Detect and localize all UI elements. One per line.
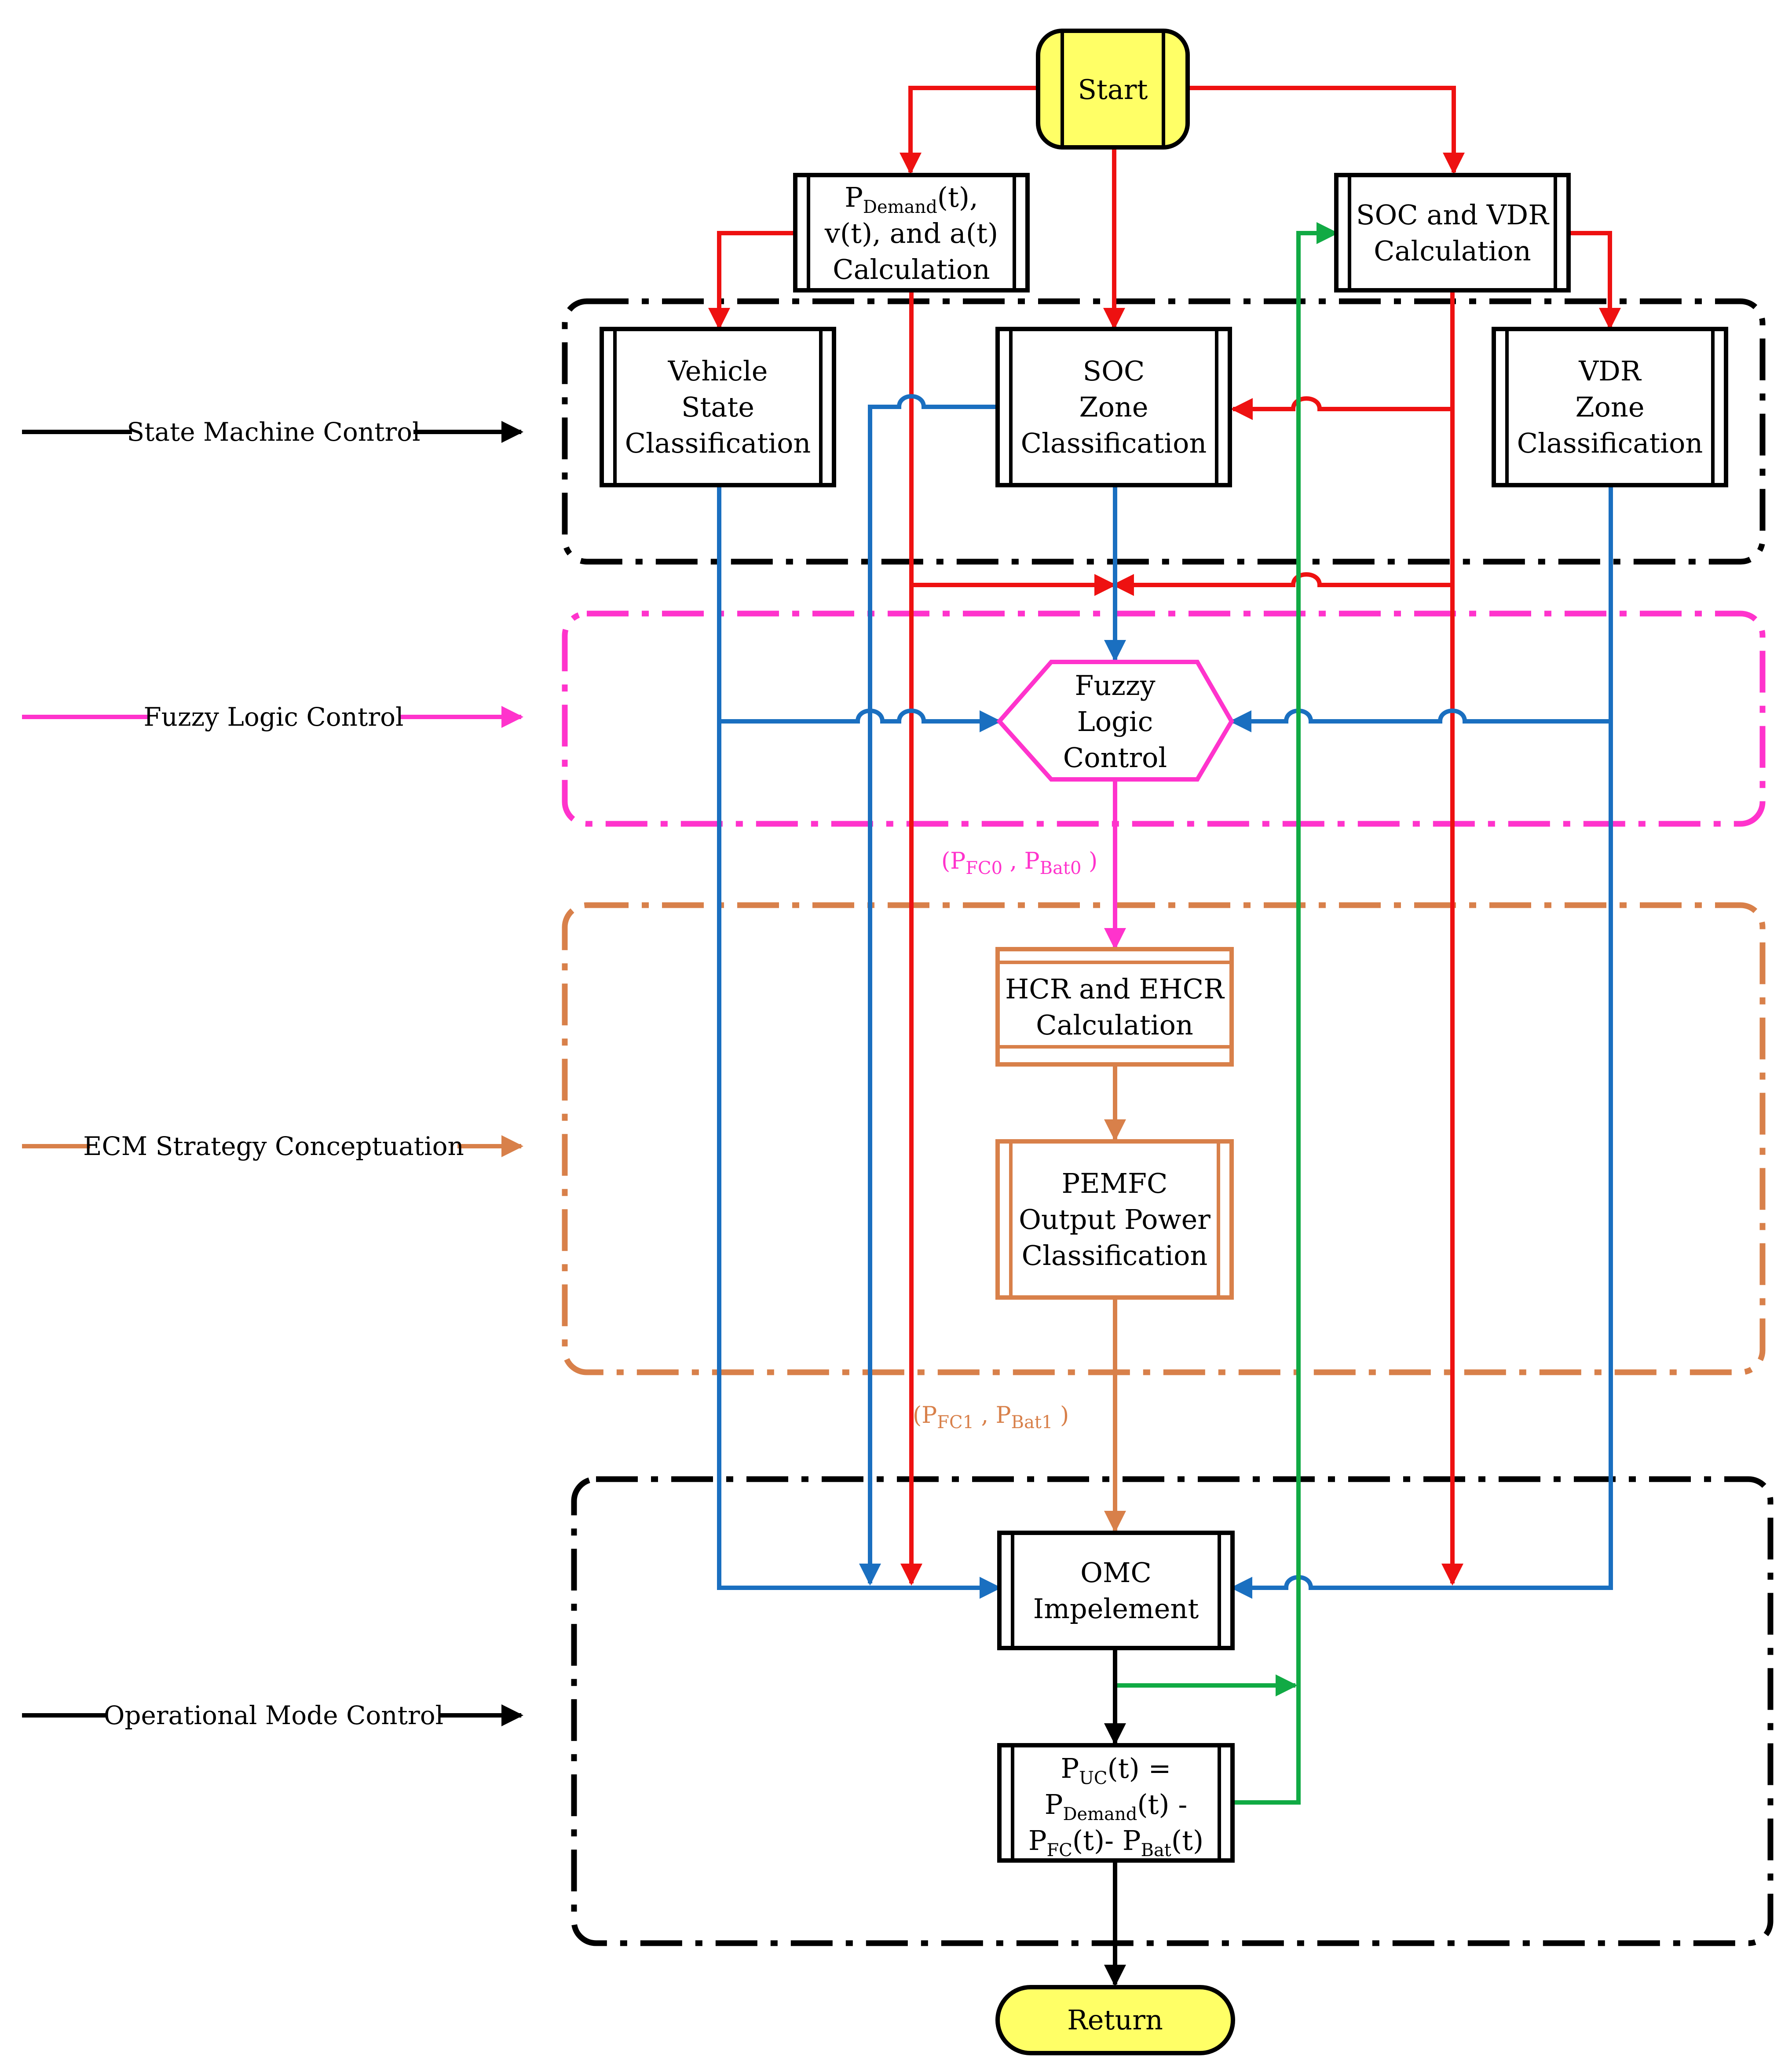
soc-zone-line3: Classification: [1021, 427, 1207, 459]
omc-line2: Impelement: [1033, 1593, 1199, 1625]
red-socvdr-to-fuzzy: [1112, 572, 1452, 596]
demand-calculation-process[interactable]: PDemand(t), v(t), and a(t) Calculation: [793, 173, 1030, 292]
soc-zone-line1: SOC: [1083, 355, 1145, 387]
fuzzy-logic-control-node[interactable]: Fuzzy Logic Control: [996, 660, 1234, 782]
hcr-line1: HCR and EHCR: [1005, 973, 1225, 1005]
connectors: [708, 86, 1621, 1987]
puc-calculation-process[interactable]: PUC(t) = PDemand(t) - PFC(t)- PBat(t): [997, 1743, 1235, 1863]
demand-line2: v(t), and a(t): [824, 217, 998, 249]
pemfc-output-power-classification-process[interactable]: PEMFC Output Power Classification: [995, 1139, 1234, 1300]
vehicle-state-line1: Vehicle: [668, 355, 768, 387]
blue-vehicle-to-fuzzy: [717, 486, 1002, 732]
soc-vdr-line1: SOC and VDR: [1356, 199, 1550, 231]
side-label-state-machine: State Machine Control: [22, 416, 523, 448]
side-label-ecm: ECM Strategy Conceptuation: [22, 1130, 523, 1162]
side-label-fuzzy-logic: Fuzzy Logic Control: [22, 701, 523, 733]
puc-line1: PUC(t) =: [1061, 1752, 1171, 1788]
side-label-operational-mode: Operational Mode Control: [22, 1699, 523, 1732]
fuzzy-line3: Control: [1063, 742, 1167, 774]
operational-mode-label: Operational Mode Control: [104, 1700, 443, 1730]
vdr-zone-line1: VDR: [1578, 355, 1642, 387]
green-puc-to-socvdr: [1232, 222, 1339, 1805]
blue-soczone-to-omc: [859, 394, 996, 1586]
operational-mode-group-frame: [571, 1476, 1774, 1946]
hcr-ehcr-calculation-process[interactable]: HCR and EHCR Calculation: [995, 947, 1234, 1067]
demand-line3: Calculation: [833, 253, 990, 285]
ecm-group-frame: [562, 902, 1766, 1375]
return-label: Return: [1067, 2004, 1163, 2036]
start-terminal[interactable]: Start: [1036, 29, 1190, 150]
hcr-line2: Calculation: [1036, 1009, 1193, 1041]
soc-vdr-calculation-process[interactable]: SOC and VDR Calculation: [1334, 173, 1571, 292]
vehicle-state-line3: Classification: [625, 427, 811, 459]
soc-zone-classification-process[interactable]: SOC Zone Classification: [995, 327, 1232, 487]
ecm-output-label: (PFC1 , PBat1 ): [913, 1402, 1069, 1433]
vehicle-state-classification-process[interactable]: Vehicle State Classification: [600, 327, 836, 487]
red-demand-to-vehicle: [708, 231, 794, 330]
red-socvdr-to-vdrzone: [1567, 231, 1621, 330]
red-start-to-demand: [900, 86, 1038, 175]
fuzzy-line2: Logic: [1077, 705, 1153, 738]
puc-line3: PFC(t)- PBat(t): [1028, 1824, 1203, 1860]
puc-line2: PDemand(t) -: [1045, 1788, 1188, 1824]
blue-vehicle-to-omc: [717, 721, 1002, 1599]
blue-vdrzone-to-omc: [1230, 721, 1613, 1599]
vdr-zone-classification-process[interactable]: VDR Zone Classification: [1492, 327, 1728, 487]
soc-vdr-line2: Calculation: [1374, 235, 1531, 267]
omc-line1: OMC: [1080, 1557, 1152, 1589]
fuzzy-line1: Fuzzy: [1075, 669, 1155, 702]
state-machine-label: State Machine Control: [127, 417, 420, 447]
red-socvdr-to-soczone: [1231, 396, 1452, 420]
pemfc-line1: PEMFC: [1062, 1167, 1168, 1199]
fuzzy-logic-label: Fuzzy Logic Control: [143, 702, 403, 732]
red-start-to-socvdr: [1188, 86, 1465, 175]
fuzzy-logic-group-frame: [562, 610, 1766, 827]
fuzzy-output-label: (PFC0 , PBat0 ): [941, 848, 1097, 878]
state-machine-group-frame: [562, 298, 1766, 565]
vdr-zone-line2: Zone: [1575, 391, 1644, 423]
blue-vdrzone-to-fuzzy: [1229, 486, 1613, 732]
soc-zone-line2: Zone: [1079, 391, 1148, 423]
start-label: Start: [1078, 73, 1148, 106]
vehicle-state-line2: State: [681, 391, 754, 423]
demand-line1: PDemand(t),: [845, 181, 978, 217]
return-terminal[interactable]: Return: [995, 1985, 1235, 2055]
ecm-label: ECM Strategy Conceptuation: [83, 1131, 464, 1161]
omc-implement-process[interactable]: OMC Impelement: [997, 1531, 1235, 1650]
pemfc-line3: Classification: [1022, 1239, 1208, 1272]
pemfc-line2: Output Power: [1019, 1203, 1211, 1235]
vdr-zone-line3: Classification: [1517, 427, 1703, 459]
